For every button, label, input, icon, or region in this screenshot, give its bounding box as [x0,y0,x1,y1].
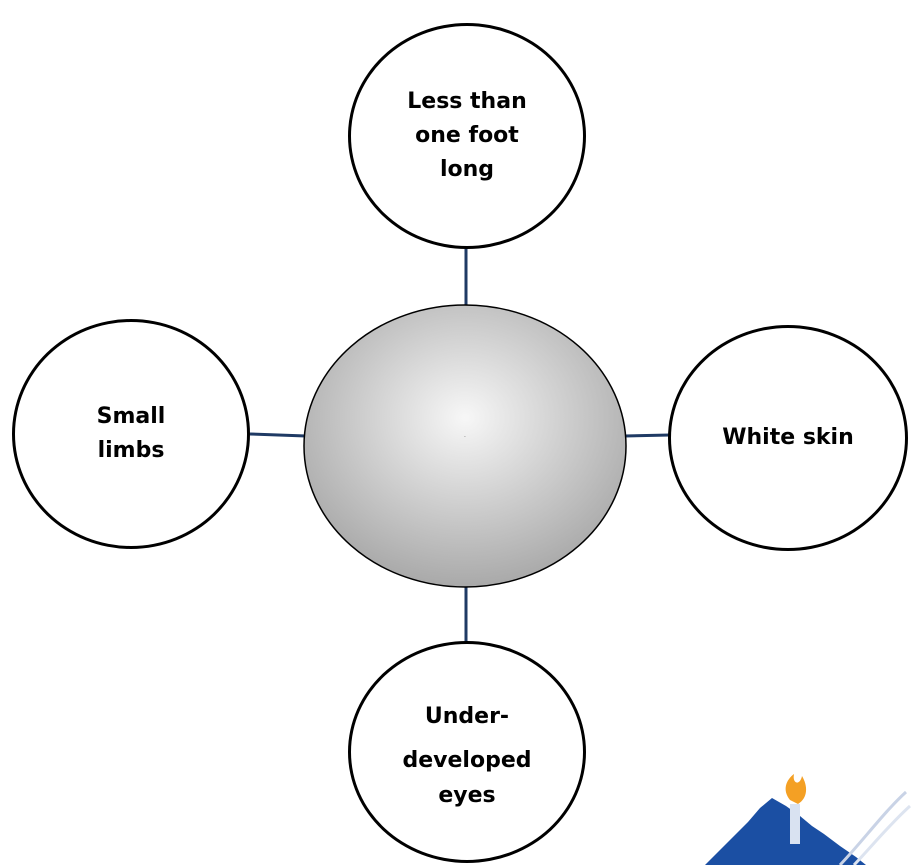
node-left-line-2: limbs [97,438,165,463]
state-map-shape [705,798,866,865]
node-left-line-1: Small [96,403,166,429]
node-top-line-1: Less than [407,88,527,114]
node-top-line-3: long [439,157,495,183]
node-right-line-1: White skin [722,424,854,450]
swoosh-icon-2 [852,804,912,865]
node-left: Small limbs [12,319,250,549]
torch-handle-icon [790,804,800,844]
swoosh-icon [838,790,908,865]
node-right: White skin [668,325,908,551]
node-top-label: Less than one foot long [407,85,526,187]
node-bottom: Under- developed eyes [348,641,586,863]
center-hub [303,304,627,588]
node-bottom-line-2: developed [402,747,532,773]
node-left-label: Small limbs [97,400,166,468]
connector-left [249,432,307,438]
logo [705,774,912,865]
node-top-line-2: one foot [415,122,519,148]
node-top: Less than one foot long [348,23,586,249]
connector-right [623,433,671,438]
node-bottom-line-1: Under- [424,703,510,729]
node-bottom-label: Under- developed eyes [402,695,531,809]
torch-flame-icon [785,774,807,804]
node-right-label: White skin [722,421,854,455]
center-hub-label: . [464,432,466,439]
node-bottom-line-3: eyes [438,782,496,808]
